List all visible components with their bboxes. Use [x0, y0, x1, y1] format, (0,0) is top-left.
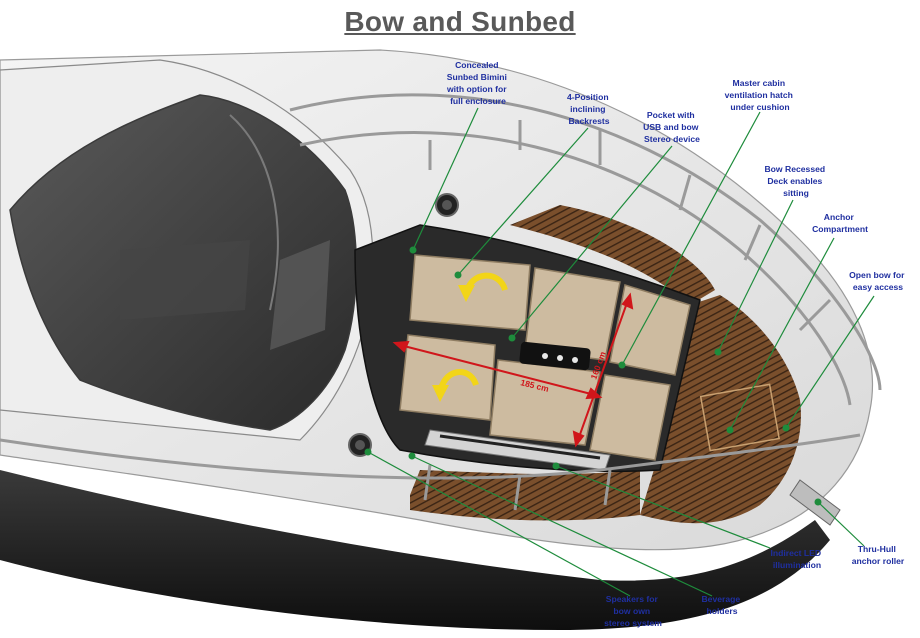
teak-deck-lower — [410, 470, 640, 521]
dimension-width — [572, 292, 634, 448]
callout-pocket-usb: Pocket with USB and bow Stereo device — [643, 110, 701, 144]
callout-master-hatch: Master cabin ventilation hatch under cus… — [725, 78, 796, 112]
callout-concealed-bimini: Concealed Sunbed Bimini with option for … — [446, 60, 509, 106]
hull-side — [0, 470, 830, 630]
cushion-fore-2 — [589, 374, 671, 461]
anchor-hatch — [699, 383, 781, 452]
callout-beverage-holders: Beverage holders — [701, 594, 742, 616]
callout-thru-hull: Thru-Hull anchor roller — [852, 544, 905, 566]
callout-anchor-compartment: Anchor Compartment — [812, 212, 868, 234]
page-title: Bow and Sunbed — [344, 6, 576, 37]
callout-speakers: Speakers for bow own stereo system — [604, 594, 662, 628]
usb-pocket — [519, 341, 591, 371]
callout-bow-recessed: Bow Recessed Deck enables sitting — [764, 164, 827, 198]
callout-indirect-led: Indirect LED illumination — [770, 548, 823, 570]
callout-backrests: 4-Position inclining Backrests — [567, 92, 611, 126]
cushion-center-1 — [524, 267, 621, 361]
callout-open-bow: Open bow for easy access — [849, 270, 907, 292]
teak-deck-bow — [640, 295, 801, 524]
leader-lines — [364, 107, 875, 597]
teak-deck-upper — [510, 205, 715, 305]
